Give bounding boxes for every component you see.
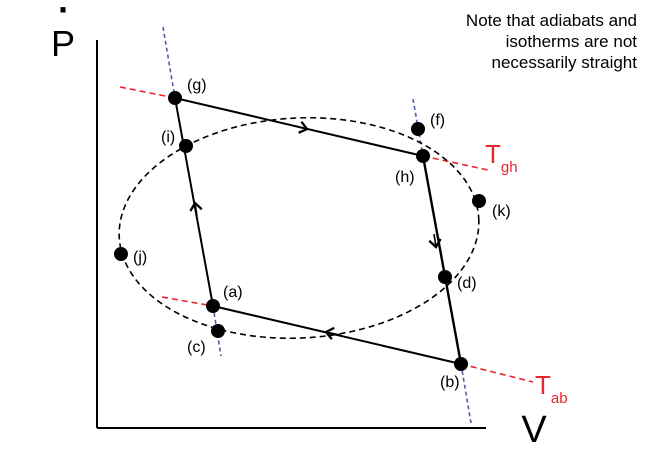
arrow-g-to-h <box>294 120 309 134</box>
point-j <box>114 247 128 261</box>
arrow-a-to-g <box>189 201 203 217</box>
label-a: (a) <box>223 284 243 301</box>
point-b <box>454 357 468 371</box>
note-line-2: isotherms are not <box>505 32 637 51</box>
adiabat-right-bottom-dashed <box>460 363 472 424</box>
label-j: (j) <box>133 249 147 266</box>
adiabat-left-bottom-dashed <box>212 305 222 357</box>
point-k <box>472 194 486 208</box>
point-i <box>179 139 193 153</box>
note-text: Note that adiabats and isotherms are not… <box>377 10 637 73</box>
temperature-label-gh: Tgh <box>485 139 518 176</box>
isotherm-gh-left-dashed <box>119 86 176 99</box>
y-axis-label: P <box>51 23 75 64</box>
label-h: (h) <box>395 169 415 186</box>
note-line-3: necessarily straight <box>491 53 637 72</box>
elliptical-cycle <box>118 116 480 340</box>
point-h <box>416 149 430 163</box>
temperature-label-ab: Tab <box>535 370 568 407</box>
point-f <box>411 122 425 136</box>
isotherm-ab-right-dashed <box>460 363 534 383</box>
label-g: (g) <box>187 77 207 94</box>
label-c: (c) <box>187 339 206 356</box>
point-a <box>206 299 220 313</box>
label-k: (k) <box>492 203 511 220</box>
label-b: (b) <box>440 374 460 391</box>
label-d: (d) <box>457 275 477 292</box>
isotherm-gh-right-dashed <box>422 155 489 171</box>
label-i: (i) <box>161 129 175 146</box>
point-d <box>438 270 452 284</box>
arrow-h-to-b <box>428 233 442 249</box>
edge-h-b <box>421 155 463 365</box>
y-axis-dot: · <box>58 0 70 30</box>
x-axis-label: V <box>521 409 547 451</box>
note-line-1: Note that adiabats and <box>465 11 637 30</box>
edge-a-g <box>174 97 214 307</box>
label-f: (f) <box>430 112 445 129</box>
point-c <box>211 324 225 338</box>
isotherm-ab-left-dashed <box>161 296 214 307</box>
adiabat-left-top-dashed <box>162 26 176 99</box>
arrow-b-to-a <box>324 326 341 340</box>
point-g <box>168 91 182 105</box>
